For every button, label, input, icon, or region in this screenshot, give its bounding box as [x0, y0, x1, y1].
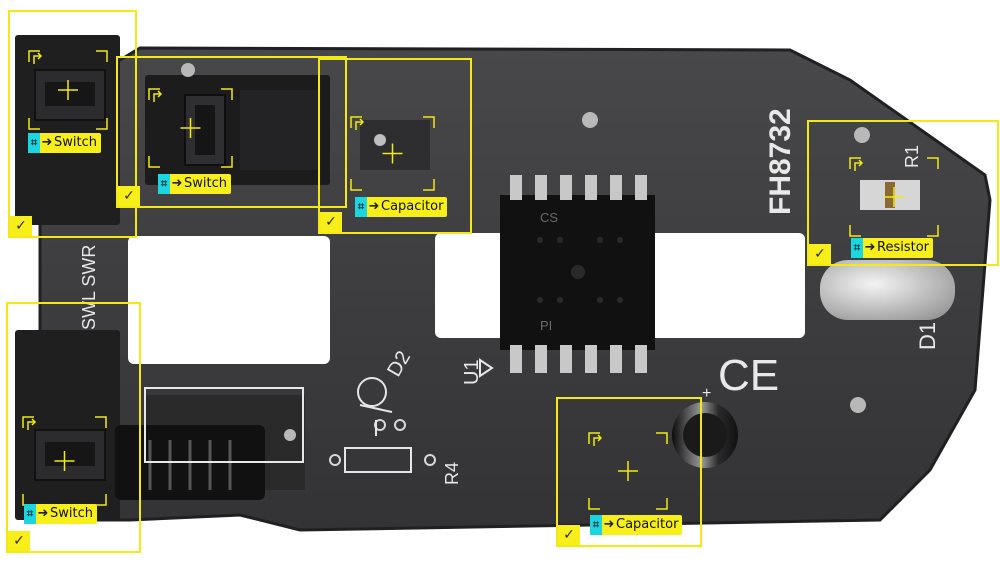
led-d1	[820, 260, 955, 320]
detection-label: ⌗ ➜ Capacitor	[590, 515, 683, 535]
detection-box-switch-2[interactable]: ⌗ ➜ Switch ✓	[116, 56, 347, 208]
focus-mark	[28, 118, 40, 130]
tag-icon: ⌗	[24, 504, 36, 524]
d1-marking: D1	[915, 322, 940, 350]
focus-crosshair-icon	[849, 157, 939, 237]
focus-crosshair-icon	[588, 432, 668, 510]
detection-label-text: Switch	[54, 135, 97, 150]
chip-bottom-marking: PI	[540, 318, 552, 333]
focus-crosshair-icon-graphic	[849, 157, 939, 237]
focus-mark	[656, 498, 668, 510]
focus-crosshair-icon-graphic	[28, 50, 108, 130]
check-icon: ✓	[8, 531, 30, 551]
check-icon: ✓	[320, 212, 342, 232]
detection-label-text: Capacitor	[381, 199, 444, 214]
arrow-icon: ➜	[603, 517, 615, 532]
focus-mark	[618, 461, 638, 481]
focus-mark	[849, 157, 861, 169]
detection-label: ⌗ ➜ Switch	[28, 133, 101, 153]
focus-mark	[588, 498, 600, 510]
detection-label: ⌗ ➜ Capacitor	[355, 197, 448, 217]
detection-box-switch-3[interactable]: ⌗ ➜ Switch ✓	[6, 302, 141, 553]
focus-mark	[355, 118, 365, 130]
focus-mark	[350, 116, 362, 128]
tag-icon: ⌗	[28, 133, 40, 153]
plus-marking: +	[702, 385, 711, 402]
focus-crosshair-icon	[350, 116, 435, 191]
arrow-icon: ➜	[368, 199, 380, 214]
ce-marking: CE	[718, 351, 779, 400]
focus-mark	[153, 90, 163, 102]
focus-mark	[423, 116, 435, 128]
focus-crosshair-icon-graphic	[148, 88, 233, 168]
focus-mark	[927, 157, 939, 169]
focus-mark	[95, 416, 107, 428]
tag-icon: ⌗	[851, 238, 863, 258]
tag-icon: ⌗	[355, 197, 367, 217]
focus-crosshair-icon	[28, 50, 108, 130]
focus-mark	[96, 118, 108, 130]
focus-mark	[588, 432, 600, 444]
detection-label: ⌗ ➜ Resistor	[851, 238, 933, 258]
detection-box-switch-1[interactable]: ⌗ ➜ Switch ✓	[8, 10, 137, 238]
detection-label-text: Switch	[50, 506, 93, 521]
focus-mark	[54, 451, 75, 471]
r4-marking: R4	[442, 462, 462, 485]
detection-label: ⌗ ➜ Switch	[158, 174, 231, 194]
check-icon: ✓	[809, 244, 831, 264]
focus-mark	[849, 225, 861, 237]
focus-mark	[22, 416, 34, 428]
arrow-icon: ➜	[37, 506, 49, 521]
tag-icon: ⌗	[590, 515, 602, 535]
arrow-icon: ➜	[41, 135, 53, 150]
detection-label-text: Resistor	[877, 240, 929, 255]
detection-label-text: Switch	[184, 176, 227, 191]
focus-mark	[593, 434, 603, 446]
focus-mark	[148, 88, 160, 100]
check-icon: ✓	[10, 216, 32, 236]
focus-mark	[180, 118, 201, 138]
focus-mark	[884, 187, 904, 207]
focus-mark	[423, 179, 435, 191]
focus-mark	[927, 225, 939, 237]
part-number-marking: FH8732	[764, 108, 797, 215]
focus-crosshair-icon-graphic	[350, 116, 435, 191]
tag-icon: ⌗	[158, 174, 170, 194]
focus-mark	[350, 179, 362, 191]
focus-mark	[148, 156, 160, 168]
detection-box-capacitor-1[interactable]: ⌗ ➜ Capacitor ✓	[318, 58, 472, 234]
arrow-icon: ➜	[864, 240, 876, 255]
focus-mark	[95, 494, 107, 506]
focus-mark	[96, 50, 108, 62]
focus-mark	[28, 50, 40, 62]
detection-label-text: Capacitor	[616, 517, 679, 532]
u1-marking: U1	[461, 359, 483, 385]
sw-marking: SWL SWR	[79, 245, 99, 330]
r1-marking: R1	[902, 145, 922, 168]
focus-crosshair-icon	[22, 416, 107, 506]
focus-mark	[854, 159, 864, 171]
board-cutout-left	[128, 236, 330, 364]
check-icon: ✓	[558, 525, 580, 545]
focus-crosshair-icon-graphic	[22, 416, 107, 506]
focus-mark	[656, 432, 668, 444]
detection-box-capacitor-2[interactable]: ⌗ ➜ Capacitor ✓	[556, 397, 702, 547]
arrow-icon: ➜	[171, 176, 183, 191]
chip-top-marking: CS	[540, 210, 558, 225]
detection-label: ⌗ ➜ Switch	[24, 504, 97, 524]
detection-box-resistor-1[interactable]: ⌗ ➜ Resistor ✓	[807, 120, 999, 266]
focus-mark	[221, 88, 233, 100]
focus-crosshair-icon	[148, 88, 233, 168]
focus-mark	[221, 156, 233, 168]
focus-mark	[33, 52, 43, 64]
focus-mark	[382, 143, 403, 164]
focus-mark	[58, 80, 78, 100]
focus-crosshair-icon-graphic	[588, 432, 668, 510]
focus-mark	[27, 418, 37, 430]
check-icon: ✓	[118, 186, 140, 206]
